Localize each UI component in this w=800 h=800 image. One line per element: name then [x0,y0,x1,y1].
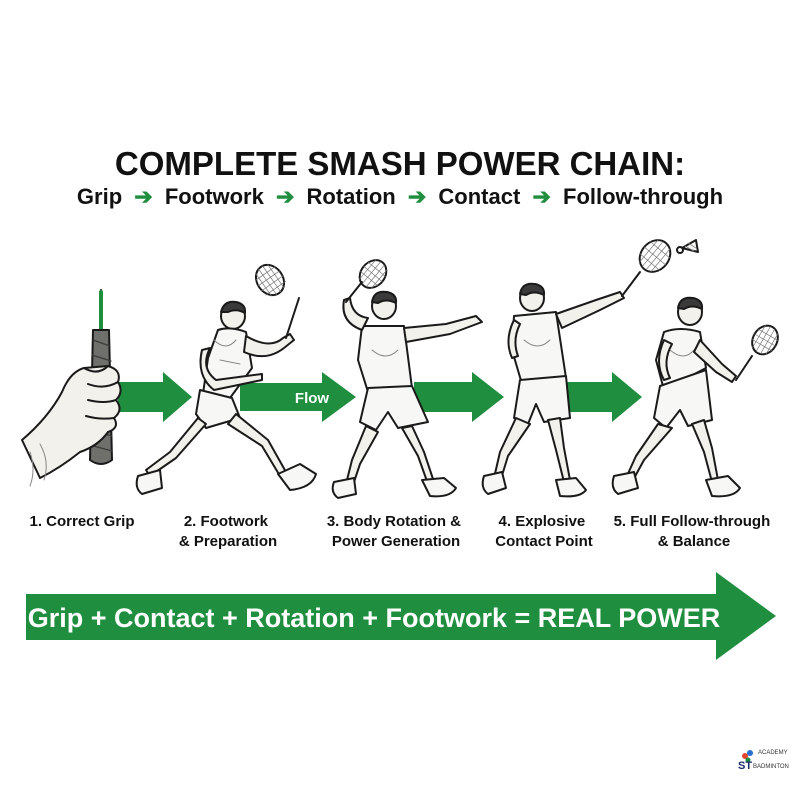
player-figure-icon [331,259,483,499]
shuttlecock-icon [676,239,699,254]
stage-5-caption: 5. Full Follow-through & Balance [614,513,775,550]
flow-arrow-icon [414,372,504,422]
chain-step-contact: Contact [438,184,521,209]
flow-label: Flow [295,390,329,407]
real-power-banner-text: Grip + Contact + Rotation + Footwork = R… [28,603,721,633]
player-figure-icon [135,263,317,495]
chain-step-follow-through: Follow-through [563,184,723,209]
logo-text-badminton: BADMINTON [753,764,789,770]
logo-text-academy: ACADEMY [758,750,788,756]
stage-captions: 1. Correct Grip 2. Footwork & Preparatio… [29,513,775,550]
academy-logo: ACADEMY ST BADMINTON [738,750,789,772]
stage-4-caption: 4. Explosive Contact Point [495,513,593,550]
real-power-banner-arrow [26,572,776,660]
page-title: COMPLETE SMASH POWER CHAIN: [115,145,685,182]
logo-text-st: ST [738,760,752,772]
chain-step-footwork: Footwork [165,184,265,209]
stage-2-caption: 2. Footwork & Preparation [179,513,277,550]
flow-arrow-icon [118,372,192,422]
chain-arrow-icon: ➔ [532,184,550,209]
chain-arrow-icon: ➔ [276,184,294,209]
stage-1-caption: 1. Correct Grip [29,513,134,530]
chain-step-grip: Grip [77,184,122,209]
flow-arrow-icon [240,372,356,422]
stage-3-caption: 3. Body Rotation & Power Generation [327,513,465,550]
flow-arrow-icon [558,372,642,422]
grip-hand-icon [21,289,122,487]
chain-step-rotation: Rotation [307,184,396,209]
chain-arrow-icon: ➔ [408,184,426,209]
logo-mark-icon [742,750,753,763]
player-figure-icon [611,296,779,498]
player-figure-icon [481,239,672,498]
flow-arrows [118,372,642,422]
chain-subtitle: Grip ➔ Footwork ➔ Rotation ➔ Contact ➔ F… [77,184,723,209]
chain-arrow-icon: ➔ [134,184,152,209]
